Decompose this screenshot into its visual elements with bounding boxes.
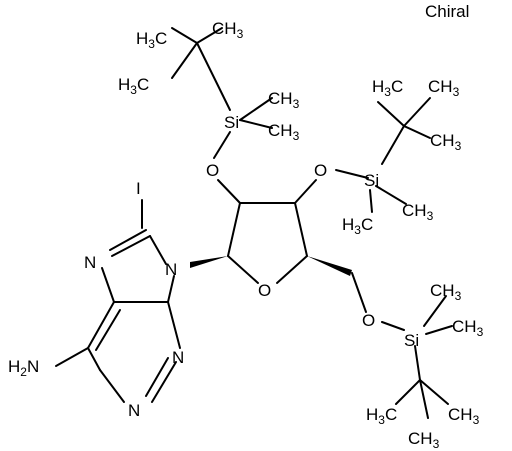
- methyl-label: H3C: [136, 29, 167, 51]
- bond: [395, 379, 421, 405]
- o5-label: O: [362, 311, 375, 330]
- si2-label: Si: [364, 171, 379, 190]
- bond: [167, 301, 181, 349]
- methyl-label: CH3: [408, 429, 440, 451]
- n7-label: N: [84, 253, 96, 272]
- bond: [276, 255, 308, 284]
- stereo-wedge: [307, 256, 352, 276]
- bond: [101, 267, 115, 303]
- bond: [377, 101, 405, 127]
- bond: [87, 301, 115, 349]
- si1-label: Si: [224, 113, 239, 132]
- methyl-label: CH3: [212, 19, 244, 41]
- bond: [414, 345, 421, 381]
- bond: [111, 235, 151, 257]
- bond: [425, 325, 453, 335]
- bond: [335, 169, 369, 179]
- bond: [227, 255, 259, 284]
- methyl-label: H3C: [366, 405, 397, 427]
- bond: [95, 309, 121, 351]
- methyl-label: CH3: [402, 201, 434, 223]
- methyl-label: CH3: [430, 281, 462, 303]
- methyl-label: CH3: [268, 121, 300, 143]
- si3-label: Si: [404, 331, 419, 350]
- n1-label: N: [128, 401, 140, 420]
- o3-label: O: [314, 161, 327, 180]
- methyl-label: CH3: [430, 131, 462, 153]
- bond: [149, 235, 167, 265]
- bond: [227, 202, 241, 257]
- methyl-label: CH3: [428, 77, 460, 99]
- bond: [381, 125, 405, 165]
- methyl-label: CH3: [268, 89, 300, 111]
- methyl-label: CH3: [448, 405, 480, 427]
- bond: [213, 131, 231, 159]
- methyl-label: H3C: [342, 215, 373, 237]
- bond: [419, 379, 449, 405]
- bonds: [55, 27, 453, 419]
- amine-label: H2N: [8, 357, 39, 379]
- bond: [423, 295, 447, 327]
- bond: [55, 347, 89, 367]
- bond: [196, 27, 223, 44]
- bond: [171, 27, 198, 44]
- ring-oxygen-label: O: [258, 281, 271, 300]
- n9-label: N: [165, 260, 177, 279]
- bond: [109, 229, 147, 251]
- bond: [196, 42, 231, 111]
- bond: [99, 369, 125, 403]
- bond: [217, 179, 241, 204]
- bond: [87, 347, 101, 371]
- chiral-label: Chiral: [425, 2, 470, 21]
- bond: [151, 361, 177, 403]
- bond: [294, 179, 317, 204]
- bond: [403, 125, 431, 139]
- bond: [167, 275, 175, 303]
- bond: [171, 42, 198, 79]
- bond: [239, 119, 273, 129]
- methyl-label: CH3: [452, 317, 484, 339]
- bond: [375, 185, 407, 205]
- bond: [381, 321, 405, 331]
- bond: [351, 272, 367, 313]
- bond: [369, 189, 373, 213]
- n3-label: N: [172, 348, 184, 367]
- bond: [239, 97, 273, 121]
- stereo-wedge: [190, 256, 228, 268]
- bond: [403, 97, 431, 127]
- bond: [145, 357, 169, 397]
- bond: [419, 379, 429, 419]
- iodine-label: I: [136, 179, 141, 198]
- o2-label: O: [206, 161, 219, 180]
- bond: [294, 202, 308, 257]
- methyl-label: H3C: [372, 77, 403, 99]
- methyl-label: H3C: [118, 75, 149, 97]
- atom-labels: I N N N N H2N O O O O Si Si Si H3C CH3 H…: [8, 19, 484, 451]
